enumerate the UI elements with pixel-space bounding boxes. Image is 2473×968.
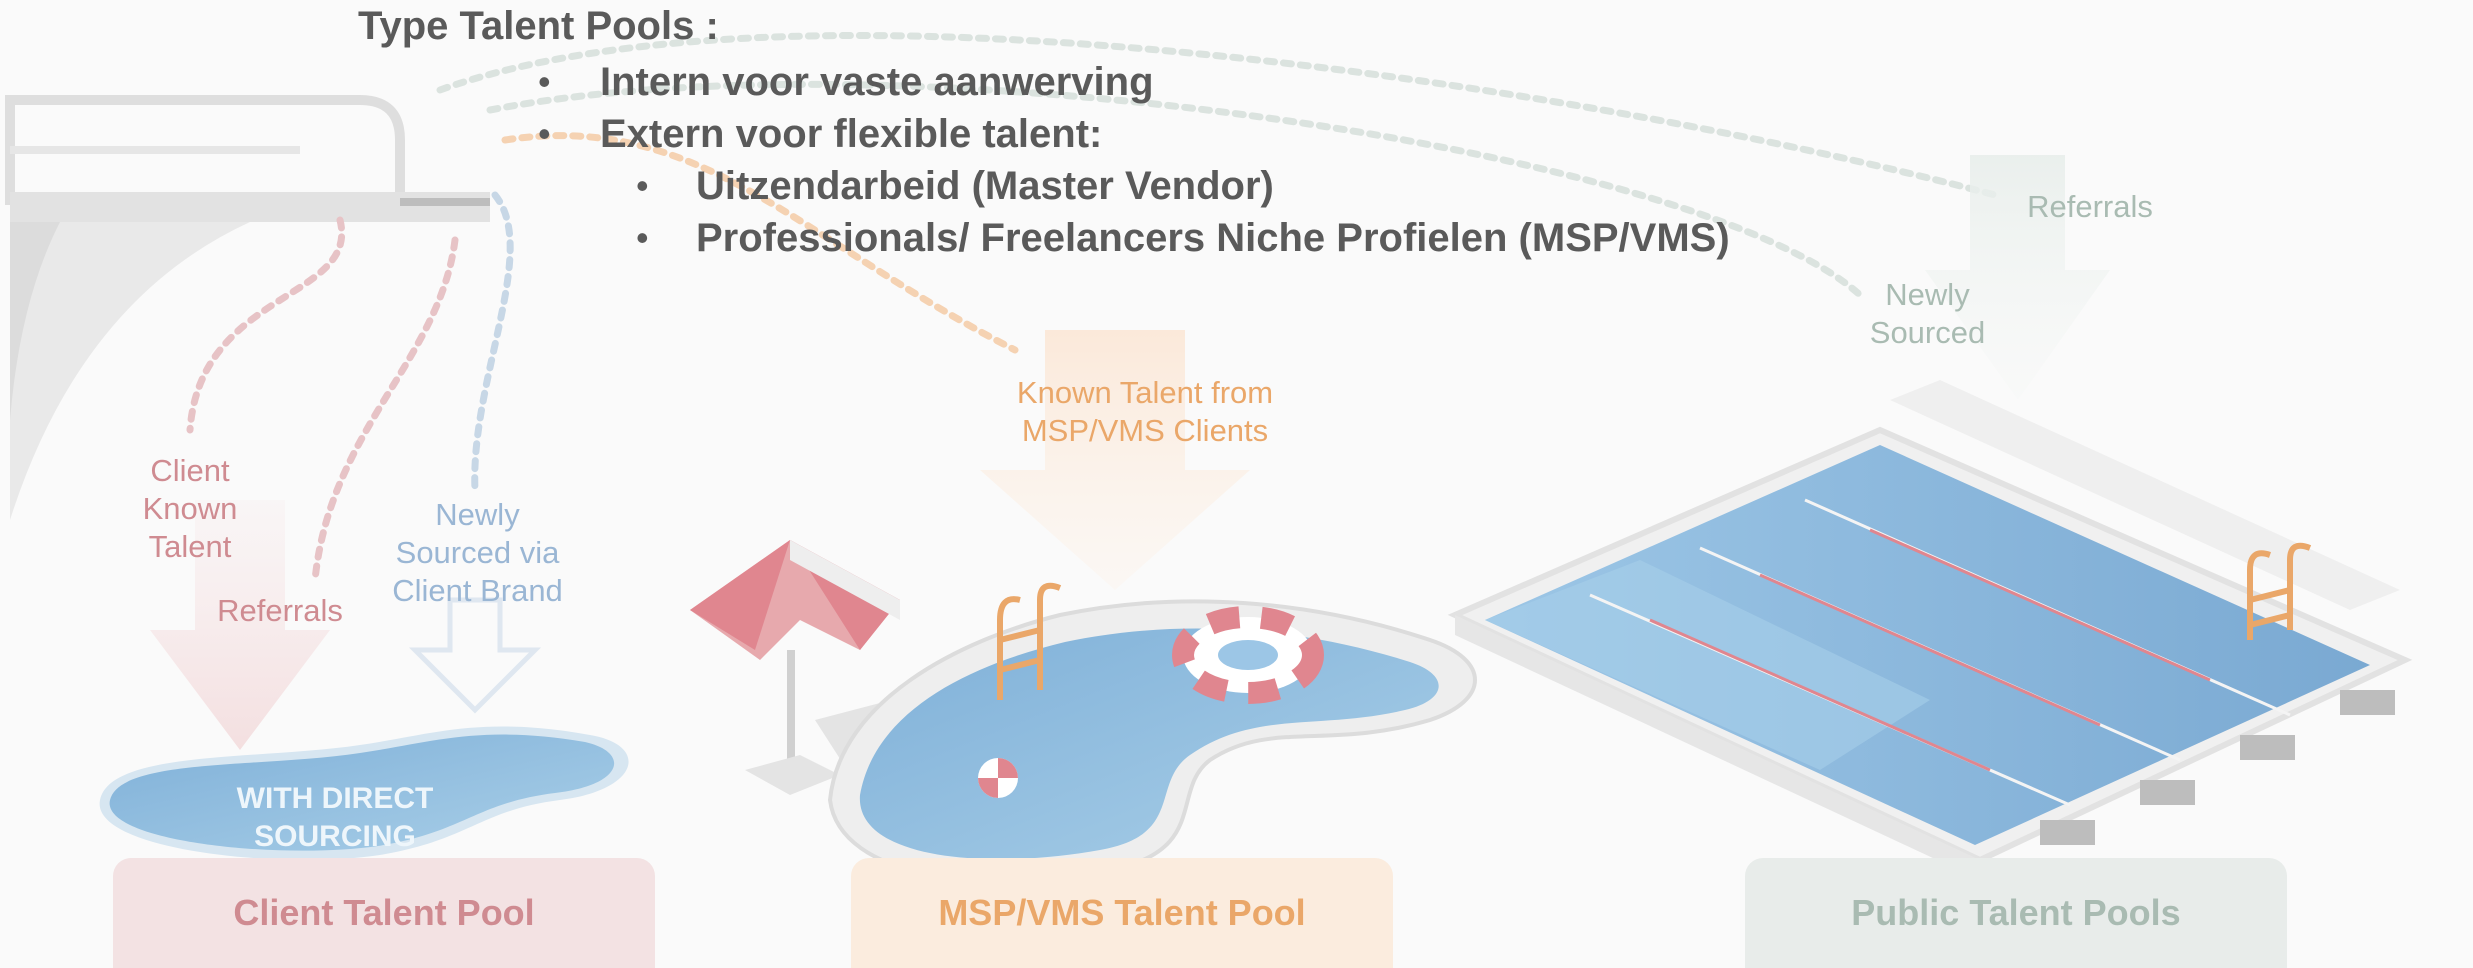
flow-lines bbox=[186, 32, 1999, 584]
client-talent-pool-box: Client Talent Pool bbox=[113, 858, 655, 968]
client-talent-pool-label: Client Talent Pool bbox=[233, 892, 535, 933]
label-newly-sourced: Newly Sourced bbox=[1869, 277, 1986, 350]
beach-ball-icon bbox=[978, 758, 1018, 798]
public-talent-pools-box: Public Talent Pools bbox=[1745, 858, 2287, 968]
arrow-public bbox=[1925, 155, 2110, 400]
direct-sourcing-badge: WITH DIRECT SOURCING bbox=[236, 782, 434, 853]
arrow-msp bbox=[980, 330, 1250, 590]
bullet-intern: Intern voor vaste aanwerving bbox=[600, 60, 1154, 104]
label-newly-sourced-brand: Newly Sourced via Client Brand bbox=[392, 497, 563, 608]
bullet-marker: • bbox=[538, 113, 551, 154]
arrow-newly-client bbox=[408, 597, 542, 714]
umbrella bbox=[690, 540, 900, 795]
diagram-heading: Type Talent Pools : bbox=[358, 4, 719, 48]
bullet-uitzendarbeid: Uitzendarbeid (Master Vendor) bbox=[696, 164, 1274, 208]
ladder-icon bbox=[997, 582, 1062, 700]
bullet-marker: • bbox=[636, 217, 649, 258]
bullet-marker: • bbox=[538, 61, 551, 102]
label-referrals-public: Referrals bbox=[2027, 189, 2153, 224]
diving-platform bbox=[5, 95, 490, 520]
client-pool bbox=[99, 726, 629, 860]
arrow-client-known bbox=[150, 500, 330, 750]
public-talent-pools-label: Public Talent Pools bbox=[1851, 892, 2181, 933]
msp-pool bbox=[827, 599, 1477, 883]
bullet-professionals: Professionals/ Freelancers Niche Profiel… bbox=[696, 216, 1730, 260]
bullet-extern: Extern voor flexible talent: bbox=[600, 112, 1103, 156]
lifebuoy-icon bbox=[1172, 606, 1324, 704]
public-pool bbox=[1447, 380, 2413, 880]
bullet-marker: • bbox=[636, 165, 649, 206]
label-known-talent-msp: Known Talent from MSP/VMS Clients bbox=[1016, 375, 1274, 448]
label-referrals-client: Referrals bbox=[217, 593, 343, 628]
ladder-icon bbox=[2247, 542, 2312, 640]
label-client-known: Client Known Talent bbox=[142, 453, 238, 564]
msp-talent-pool-box: MSP/VMS Talent Pool bbox=[851, 858, 1393, 968]
msp-talent-pool-label: MSP/VMS Talent Pool bbox=[938, 892, 1306, 933]
